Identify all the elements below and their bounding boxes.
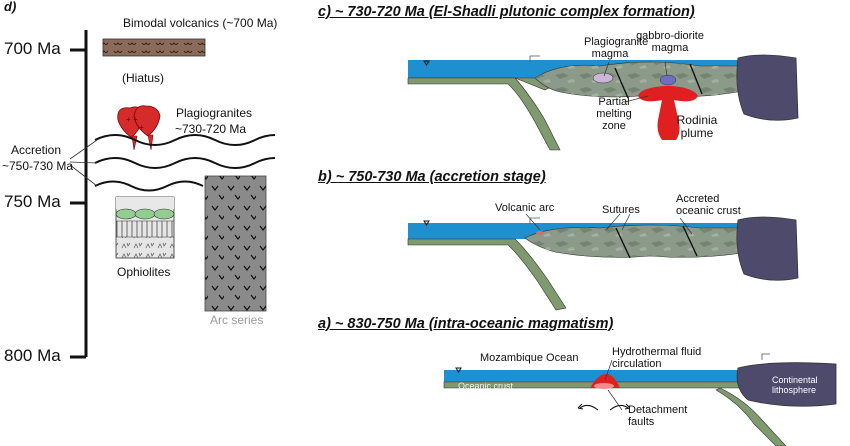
- svg-text:+: +: [139, 123, 144, 132]
- sutures-label: Sutures: [602, 204, 640, 216]
- panel-c-title: c) ~ 730-720 Ma (El-Shadli plutonic comp…: [318, 4, 695, 20]
- panel-a-cross-section: [443, 353, 837, 446]
- accretion-pointer-lines: [69, 139, 98, 187]
- arc-series-label: Arc series: [210, 313, 264, 327]
- panel-a-title: a) ~ 830-750 Ma (intra-oceanic magmatism…: [318, 316, 614, 332]
- panel-b-title: b) ~ 750-730 Ma (accretion stage): [318, 169, 546, 185]
- panel-c-leader-lines: [603, 61, 668, 103]
- panel-d-letter: d): [4, 0, 17, 14]
- ophiolite-column: [115, 196, 175, 259]
- timeline-axis: [70, 30, 88, 359]
- mozambique-ocean-label: Mozambique Ocean: [480, 352, 579, 364]
- ophiolites-label: Ophiolites: [117, 265, 171, 279]
- panel-b-leader-lines: [525, 213, 693, 235]
- plagiogranites-label: Plagiogranites: [176, 106, 253, 120]
- accretion-wavy-lines: [94, 134, 276, 192]
- panel-c-cross-section: [407, 54, 799, 151]
- age-label-750: 750 Ma: [4, 192, 61, 211]
- arc-series-column: [204, 175, 267, 312]
- panel-a-flow-arrows: [577, 403, 631, 411]
- svg-text:+ +: + +: [126, 115, 138, 124]
- accretion-label: Accretion: [11, 143, 62, 157]
- panel-a-leader-lines: [604, 359, 623, 411]
- bimodal-volcanics-label: Bimodal volcanics (~700 Ma): [123, 16, 278, 30]
- panel-b-cross-section: [407, 216, 799, 311]
- oceanic-crust-label: Oceanic crust: [458, 381, 514, 391]
- hiatus-label: (Hiatus): [122, 71, 165, 85]
- age-label-700: 700 Ma: [4, 39, 61, 58]
- plagiogranites-age-label: ~730-720 Ma: [175, 122, 247, 136]
- plagiogranite-symbol: + + +: [117, 105, 161, 151]
- age-label-800: 800 Ma: [4, 346, 61, 365]
- accretion-age-label: ~750-730 Ma: [2, 159, 74, 173]
- volcanic-arc-label: Volcanic arc: [495, 202, 555, 214]
